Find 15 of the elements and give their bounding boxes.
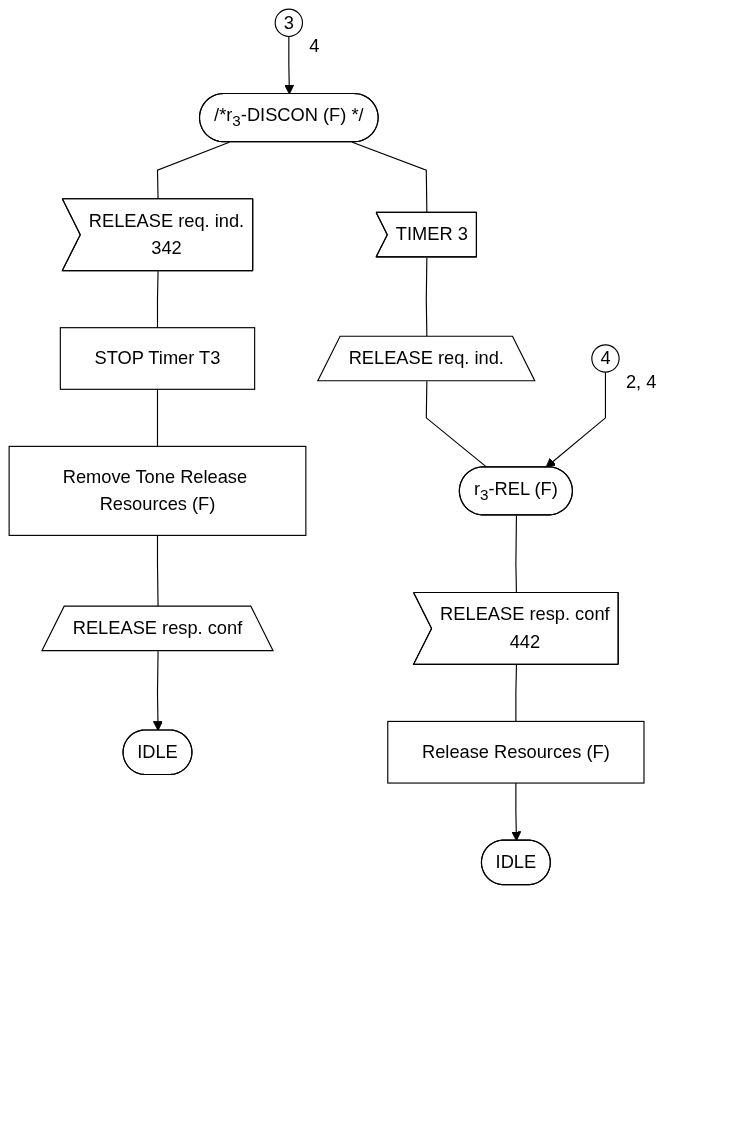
arrow bbox=[284, 35, 295, 95]
node-box: STOP Timer T3 bbox=[59, 327, 256, 390]
connector bbox=[156, 388, 159, 447]
note-text: 2, 4 bbox=[625, 371, 657, 393]
connector bbox=[515, 664, 518, 722]
node-box: Release Resources (F) bbox=[387, 720, 645, 784]
connector bbox=[425, 380, 488, 468]
arrow bbox=[511, 782, 522, 842]
arrow bbox=[545, 371, 607, 468]
node-box: Remove Tone Release Resources (F) bbox=[8, 445, 307, 536]
connector bbox=[156, 270, 159, 329]
node-circle: 3 bbox=[274, 8, 304, 38]
node-circle: 4 bbox=[591, 344, 620, 373]
arrow bbox=[152, 650, 163, 731]
note-text: 4 bbox=[309, 35, 320, 57]
